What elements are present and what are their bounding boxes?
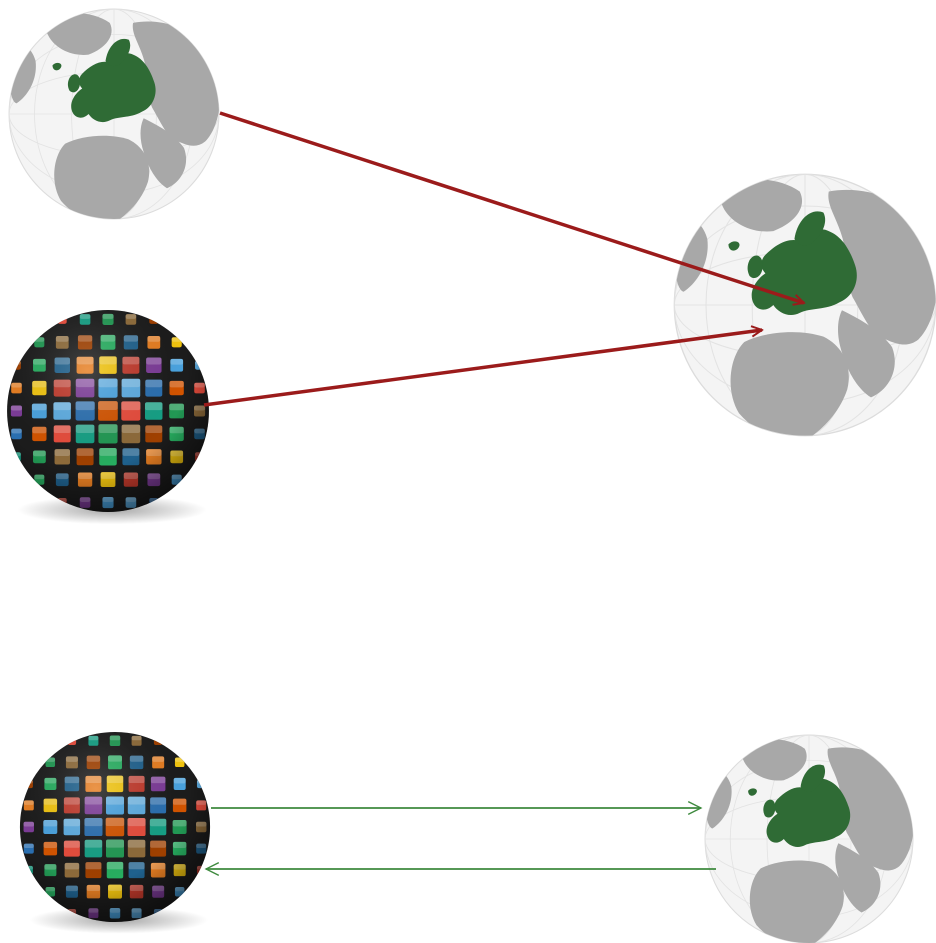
arrow-topleft-to-right <box>219 111 804 303</box>
globe-europe-top-left <box>8 8 221 224</box>
globe-media-middle-left <box>7 310 209 524</box>
globe-europe-bottom-right <box>704 734 915 943</box>
globe-media-bottom-left <box>20 732 210 934</box>
globe-europe-right <box>673 173 936 442</box>
arrow-media-to-right <box>203 330 762 407</box>
